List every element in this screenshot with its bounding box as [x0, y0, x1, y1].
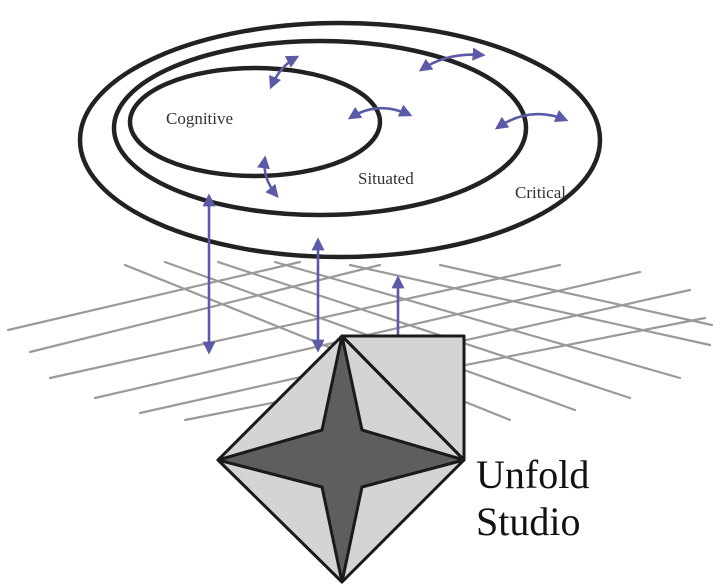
situated-ring [111, 38, 529, 218]
double-arrow-icon [257, 155, 279, 198]
double-arrow-icon [347, 104, 413, 120]
vertical-arrows [202, 193, 405, 355]
app-title-line-2: Studio [476, 499, 580, 544]
critical-label: Critical [515, 183, 566, 202]
cognitive-ring [127, 65, 383, 179]
cognitive-label: Cognitive [166, 109, 233, 128]
double-arrow-icon [418, 47, 486, 72]
boundary-arrows [257, 47, 569, 198]
situated-label: Situated [358, 169, 414, 188]
app-title-line-1: Unfold [476, 452, 589, 497]
folded-paper-star-icon [216, 334, 466, 584]
double-arrow-icon [494, 110, 569, 130]
nested-rings [77, 20, 603, 260]
critical-ring [77, 20, 603, 260]
double-arrow-icon [269, 55, 300, 90]
